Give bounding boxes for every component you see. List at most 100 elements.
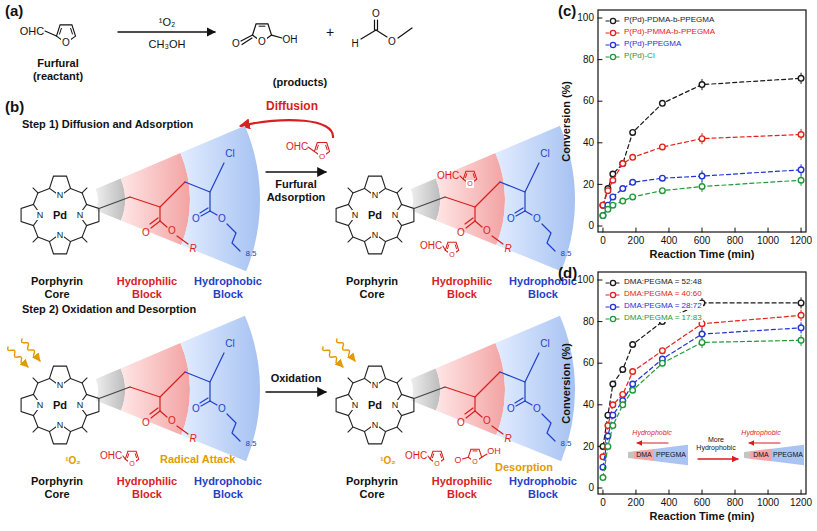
process-label: Oxidation	[271, 372, 322, 385]
data-point	[699, 331, 705, 337]
atom-label: N	[56, 230, 65, 240]
tick-label: 800	[727, 497, 744, 509]
atom-label: O	[192, 403, 200, 415]
axis-title: Conversion (%)	[560, 81, 573, 162]
tick-label: 400	[661, 497, 678, 509]
bond-line	[272, 35, 282, 38]
panel-label: (a)	[5, 2, 23, 19]
data-point	[630, 194, 636, 200]
bond-line	[160, 221, 167, 227]
data-point	[630, 387, 636, 393]
bond-line	[397, 188, 402, 193]
atom-label: N	[76, 210, 85, 220]
data-point	[699, 340, 705, 346]
atom-label: O	[61, 37, 71, 49]
tick-mark	[598, 404, 602, 405]
tick-mark	[598, 321, 602, 322]
data-point	[620, 161, 626, 167]
legend-marker	[610, 316, 615, 321]
atom-label: N	[56, 420, 65, 430]
diffusion-arrow	[240, 120, 333, 138]
atom-label: R	[504, 433, 511, 445]
block-label: Porphyrin Core	[334, 275, 410, 300]
hydrophobic-block	[180, 126, 260, 271]
bond-line	[159, 207, 160, 221]
repeat-number: 8.5	[245, 439, 256, 448]
inset-wedge	[750, 449, 772, 462]
tick-label: 600	[694, 497, 711, 509]
bond-line	[348, 237, 353, 242]
bond-line	[317, 145, 318, 150]
panel-label: (c)	[558, 2, 576, 19]
data-point	[620, 392, 626, 398]
reagent-label: ¹O₂	[65, 455, 81, 467]
core-cone	[411, 369, 440, 411]
block-label: Hydrophobic Block	[190, 275, 266, 300]
bond-line	[308, 147, 314, 151]
metal-label: Pd	[52, 399, 68, 412]
light-arrow	[323, 347, 343, 367]
bond-line	[463, 457, 469, 459]
hydrophobic-block	[495, 316, 575, 461]
bond-line	[374, 20, 375, 30]
bond-line	[398, 28, 412, 38]
tick-mark	[598, 280, 602, 281]
atom-label: N	[56, 380, 65, 390]
bond-line	[177, 236, 188, 244]
inset-wedge	[634, 449, 654, 461]
inset-label: PPEGMA	[656, 451, 686, 459]
legend-text: DMA:PEGMA = 17:83	[623, 313, 703, 322]
atom-label: Cl	[540, 338, 549, 350]
tick-mark	[598, 488, 602, 489]
tick-mark	[702, 228, 703, 232]
core-cone	[96, 179, 125, 221]
bond-line	[71, 28, 73, 34]
chain-line	[130, 372, 185, 397]
atom-label: O	[168, 415, 176, 427]
bond-line	[465, 408, 473, 414]
legend-text: P(Pd)-PMMA-b-PPEGMA	[623, 27, 716, 36]
data-line	[603, 303, 801, 447]
compound-name: Furfural (reactant)	[23, 57, 93, 82]
atom-label: O	[533, 213, 541, 225]
atom-label: O	[372, 8, 380, 20]
metal-label: Pd	[367, 399, 383, 412]
legend-marker	[610, 42, 615, 47]
legend-marker	[610, 18, 615, 23]
tick-label: 80	[583, 316, 594, 328]
tick-label: 400	[661, 235, 678, 247]
tick-label: 100	[577, 274, 594, 286]
bond-line	[455, 245, 456, 249]
data-point	[630, 130, 636, 136]
legend-marker	[610, 280, 615, 285]
inset-label: DMA	[753, 451, 769, 459]
atom-label: N	[36, 210, 45, 220]
tick-label: 40	[583, 137, 594, 149]
data-point	[630, 369, 636, 375]
bond-line	[348, 427, 353, 432]
bond-line	[447, 245, 448, 249]
tick-mark	[635, 490, 636, 494]
meso-bridge	[33, 226, 49, 242]
atom-label: OHC	[286, 141, 308, 153]
tick-label: 200	[628, 235, 645, 247]
atom-label: O	[471, 458, 478, 466]
tick-label: 0	[588, 482, 594, 494]
bond-line	[473, 174, 474, 178]
bond-line	[82, 427, 87, 432]
tick-label: 80	[583, 54, 594, 66]
data-point	[610, 202, 616, 208]
bond-line	[515, 398, 523, 403]
tick-label: 0	[600, 497, 606, 509]
bond-line	[160, 411, 167, 417]
chain-line	[414, 197, 445, 209]
atom-label: O	[448, 251, 455, 259]
data-point	[605, 207, 611, 213]
legend-text: P(Pd)-Cl	[623, 51, 656, 60]
tick-label: 1000	[757, 235, 779, 247]
block-label: Porphyrin Core	[334, 475, 410, 500]
atom-label: OHC	[100, 450, 122, 462]
bond-line	[33, 237, 38, 242]
core-cone	[96, 369, 125, 411]
atom-label: O	[168, 225, 176, 237]
